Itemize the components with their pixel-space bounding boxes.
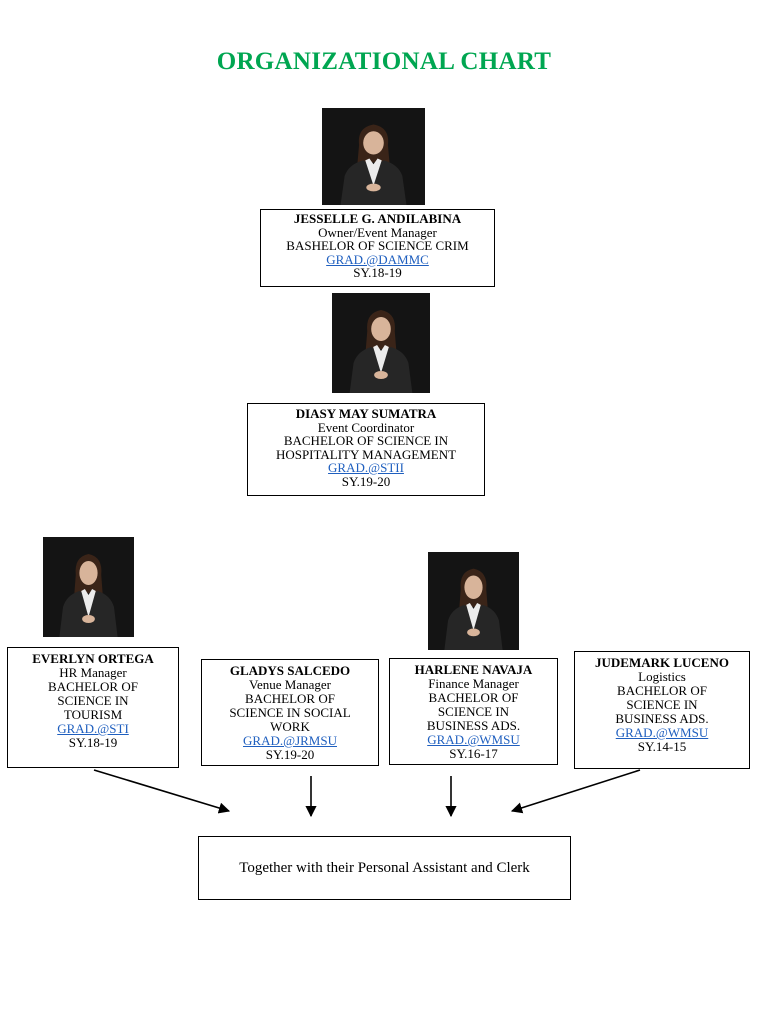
footer-text: Together with their Personal Assistant a…: [239, 859, 530, 876]
photo-coordinator: [332, 293, 430, 393]
member-role: HR Manager: [59, 665, 127, 680]
chart-title: ORGANIZATIONAL CHART: [216, 48, 552, 75]
school-link[interactable]: GRAD.@STII: [328, 460, 404, 475]
member-degree: BACHELOR OF SCIENCE IN: [283, 433, 449, 448]
member-name: GLADYS SALCEDO: [229, 663, 351, 678]
portrait-image: [428, 552, 519, 650]
school-link[interactable]: GRAD.@WMSU: [615, 725, 709, 740]
member-degree: SCIENCE IN: [437, 704, 510, 719]
card-venue: GLADYS SALCEDO Venue Manager BACHELOR OF…: [201, 659, 379, 766]
member-degree: HOSPITALITY MANAGEMENT: [275, 446, 457, 462]
portrait-image: [43, 537, 134, 637]
school-link[interactable]: GRAD.@DAMMC: [326, 251, 429, 267]
assistant-clerk-box: Together with their Personal Assistant a…: [198, 836, 571, 900]
portrait-image: [322, 108, 425, 205]
card-owner: JESSELLE G. ANDILABINA Owner/Event Manag…: [260, 209, 495, 287]
member-degree: SCIENCE IN SOCIAL: [229, 705, 351, 720]
member-degree: SCIENCE IN: [57, 693, 129, 708]
member-sy: SY.19-20: [265, 747, 315, 762]
card-finance: HARLENE NAVAJA Finance Manager BACHELOR …: [389, 658, 558, 765]
member-degree: TOURISM: [63, 707, 123, 722]
arrow-logistics: [510, 769, 641, 814]
member-degree: BASHELOR OF SCIENCE CRIM: [286, 238, 469, 253]
member-sy: SY.18-19: [353, 265, 402, 280]
photo-owner: [322, 108, 425, 205]
member-degree: SCIENCE IN: [626, 697, 698, 712]
member-degree: BUSINESS ADS.: [615, 711, 709, 726]
card-logistics: JUDEMARK LUCENO Logistics BACHELOR OF SC…: [574, 651, 750, 769]
photo-finance: [428, 552, 519, 650]
member-degree: BACHELOR OF: [245, 691, 335, 706]
member-name: HARLENE NAVAJA: [414, 662, 533, 677]
member-name: JUDEMARK LUCENO: [595, 655, 729, 670]
member-sy: SY.14-15: [637, 739, 687, 754]
school-link[interactable]: GRAD.@STI: [57, 721, 129, 736]
member-name: DIASY MAY SUMATRA: [295, 406, 437, 421]
member-degree: WORK: [270, 719, 310, 734]
member-degree: BACHELOR OF: [48, 679, 138, 694]
school-link[interactable]: GRAD.@JRMSU: [243, 733, 337, 748]
member-role: Venue Manager: [249, 677, 331, 692]
member-name: EVERLYN ORTEGA: [32, 651, 154, 666]
member-role: Event Coordinator: [317, 419, 415, 435]
photo-hr: [43, 537, 134, 637]
member-role: Logistics: [638, 669, 686, 684]
member-degree: BUSINESS ADS.: [426, 718, 521, 733]
member-degree: BACHELOR OF: [617, 683, 707, 698]
card-hr: EVERLYN ORTEGA HR Manager BACHELOR OF SC…: [7, 647, 179, 768]
arrow-hr: [93, 769, 231, 814]
member-sy: SY.16-17: [449, 746, 498, 761]
member-degree: BACHELOR OF: [428, 690, 519, 705]
member-role: Finance Manager: [428, 676, 519, 691]
card-coordinator: DIASY MAY SUMATRA Event Coordinator BACH…: [247, 403, 485, 496]
school-link[interactable]: GRAD.@WMSU: [427, 732, 520, 747]
member-role: Owner/Event Manager: [318, 224, 437, 240]
portrait-image: [332, 293, 430, 393]
member-sy: SY.18-19: [68, 735, 118, 750]
member-name: JESSELLE G. ANDILABINA: [293, 211, 462, 226]
member-sy: SY.19-20: [341, 473, 391, 489]
